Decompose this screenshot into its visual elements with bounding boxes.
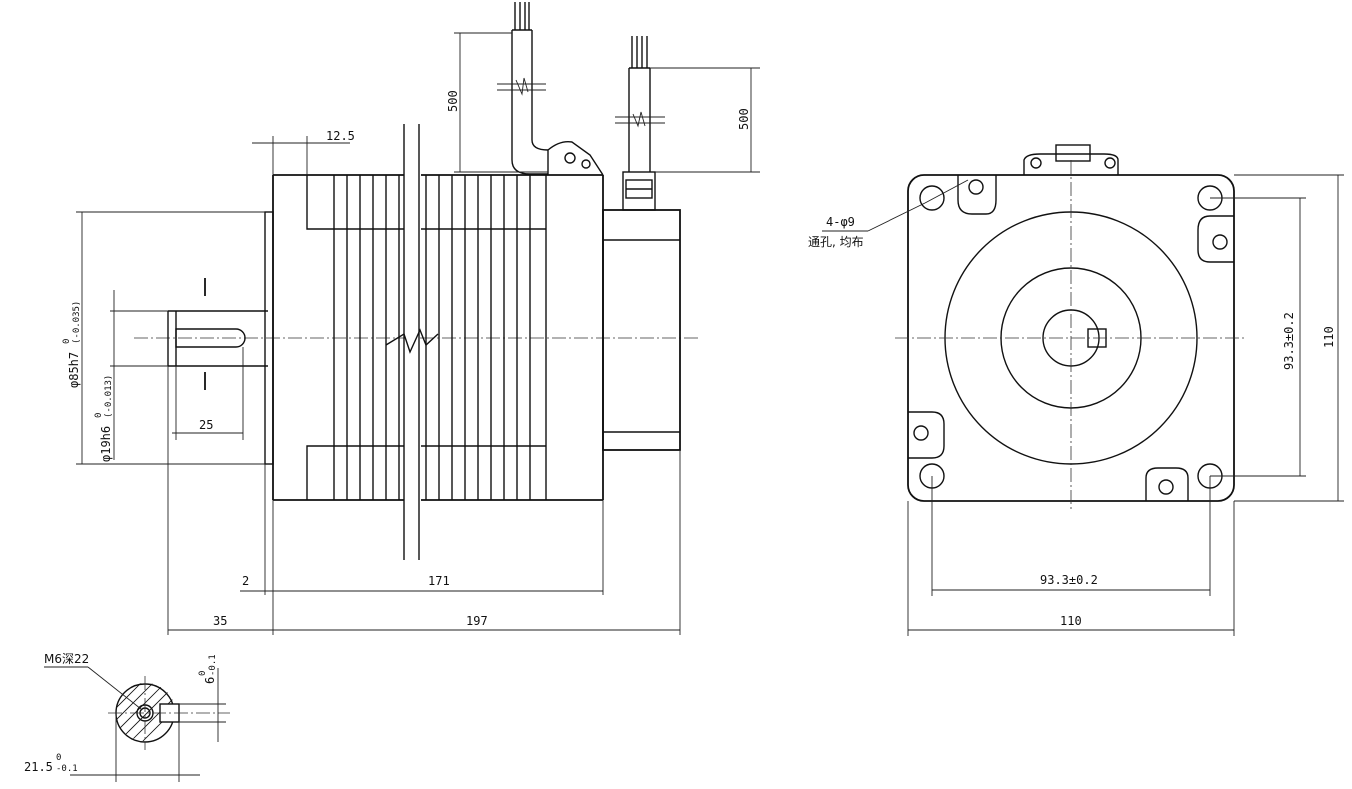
dim-height: 110 <box>1322 326 1336 348</box>
dim-hole-pitch-vertical: 93.3±0.2 <box>1282 312 1296 370</box>
dim-cable-a: 500 <box>446 90 460 112</box>
shaft-keyway <box>175 328 246 348</box>
dim-shaft-diameter: φ19h6 0 (-0.013) <box>94 375 114 462</box>
hole-callout: 4-φ9 <box>826 215 855 229</box>
dim-shaft-flat-tol-lower: -0.1 <box>56 764 78 774</box>
dim-shaft-step: 12.5 <box>326 129 355 143</box>
top-connector <box>1023 144 1119 175</box>
break-mark <box>385 328 439 354</box>
cooling-fins <box>333 175 531 500</box>
dim-width: 110 <box>1060 614 1082 628</box>
front-view: 4-φ9 通孔, 均布 93.3±0.2 110 93.3±0.2 110 <box>808 144 1344 636</box>
dim-cable-b: 500 <box>737 108 751 130</box>
motor-body <box>272 124 604 560</box>
side-view: 12.5 500 500 φ85h7 0 (-0.035) <box>62 2 760 635</box>
break-gap <box>405 176 420 499</box>
hole-note: 通孔, 均布 <box>808 235 864 249</box>
dim-key-height-tol-upper: 0 <box>198 671 208 676</box>
dim-total-length: 197 <box>466 614 488 628</box>
dim-flange: 2 <box>242 574 249 588</box>
lug-bottom <box>1145 467 1189 501</box>
dim-key-height: 6 0 -0.1 <box>198 654 218 684</box>
lug-top-left <box>957 175 997 215</box>
dim-shaft-length: 35 <box>213 614 227 628</box>
dim-body-diameter-tol-lower: (-0.035) <box>72 301 82 344</box>
dim-body-diameter-main: φ85h7 <box>67 352 81 388</box>
dim-body-length: 171 <box>428 574 450 588</box>
rear-housing <box>602 209 681 451</box>
dim-shaft-diameter-tol-upper: 0 <box>94 413 104 418</box>
dim-key-height-tol-lower: -0.1 <box>208 654 218 676</box>
mount-hole-tl <box>919 185 945 211</box>
dim-shaft-flat-tol-upper: 0 <box>56 753 61 763</box>
dim-key-height-main: 6 <box>203 677 217 684</box>
lug-left <box>908 411 945 459</box>
dim-body-diameter: φ85h7 0 (-0.035) <box>62 301 82 388</box>
thread-callout: M6深22 <box>44 652 89 666</box>
dim-body-diameter-tol-upper: 0 <box>62 339 72 344</box>
dim-shaft-diameter-tol-lower: (-0.013) <box>104 375 114 418</box>
cable-gland-right <box>615 36 665 211</box>
section-view: M6深22 6 0 -0.1 21.5 0 -0.1 <box>24 652 230 782</box>
dim-shaft-diameter-main: φ19h6 <box>99 426 113 462</box>
dim-hole-pitch-horizontal: 93.3±0.2 <box>1040 573 1098 587</box>
shaft <box>167 278 268 390</box>
cable-gland-left <box>497 2 604 176</box>
lug-right <box>1197 215 1234 263</box>
dim-key-length: 25 <box>199 418 213 432</box>
side-dimensions: 12.5 500 500 φ85h7 0 (-0.035) <box>62 32 760 635</box>
dim-shaft-flat: 21.5 0 -0.1 <box>24 753 78 774</box>
dim-shaft-flat-main: 21.5 <box>24 760 53 774</box>
